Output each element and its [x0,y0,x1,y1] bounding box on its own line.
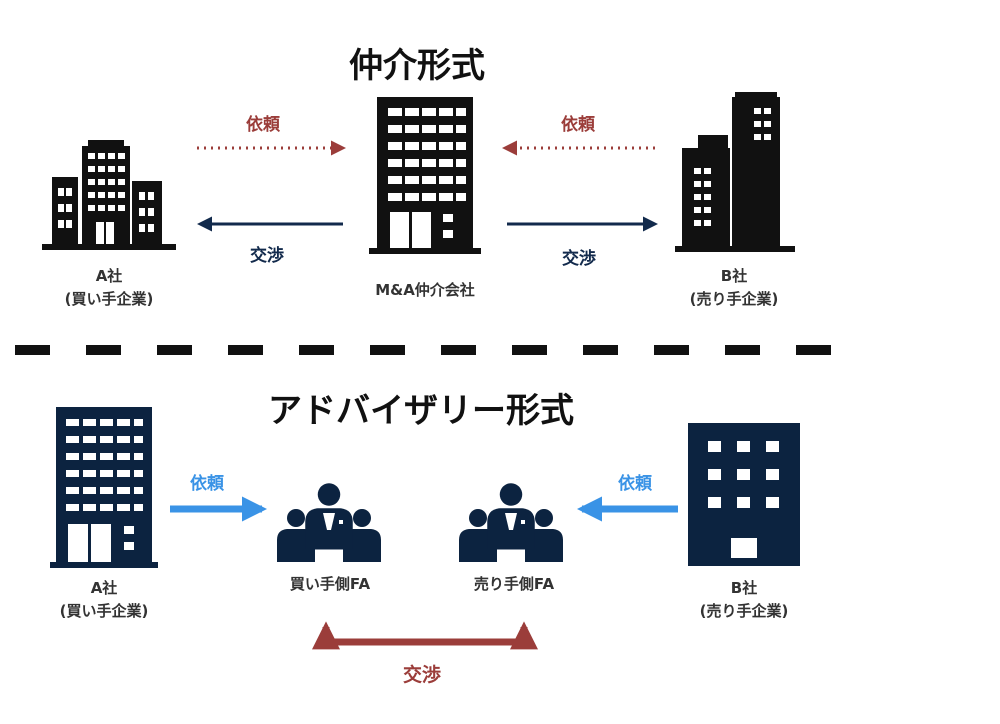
company-a-top-role: (買い手企業) [64,290,154,308]
office-tower-icon [369,97,481,254]
negotiate-label-left-top: 交渉 [250,246,284,266]
company-b-top-name: B社 [720,267,748,285]
request-label-left-top: 依頼 [246,115,280,135]
title-intermediary-format: 仲介形式 [349,46,485,86]
business-people-group-icon [277,483,381,562]
intermediary-name: M&A仲介会社 [375,281,475,299]
negotiate-label-bottom: 交渉 [403,664,442,686]
request-label-right-top: 依頼 [561,115,595,135]
office-buildings-icon [675,92,795,252]
request-label-left-bottom: 依頼 [190,474,224,494]
negotiate-label-right-top: 交渉 [562,249,596,269]
company-b-bottom-role: (売り手企業) [699,602,789,620]
company-a-bottom-role: (買い手企業) [59,602,149,620]
company-b-bottom-name: B社 [730,579,758,597]
negotiate-arrow-bottom [312,621,538,650]
office-building-icon [688,423,800,566]
business-people-group-icon [459,483,563,562]
buyer-fa-name: 買い手側FA [289,575,371,593]
request-label-right-bottom: 依頼 [618,474,652,494]
company-b-top-role: (売り手企業) [689,290,779,308]
company-a-bottom-name: A社 [90,579,118,597]
company-a-top-name: A社 [95,267,123,285]
title-advisory-format: アドバイザリー形式 [268,391,574,431]
seller-fa-name: 売り手側FA [473,575,555,593]
office-building-icon [42,140,176,250]
office-tower-icon [50,407,158,568]
